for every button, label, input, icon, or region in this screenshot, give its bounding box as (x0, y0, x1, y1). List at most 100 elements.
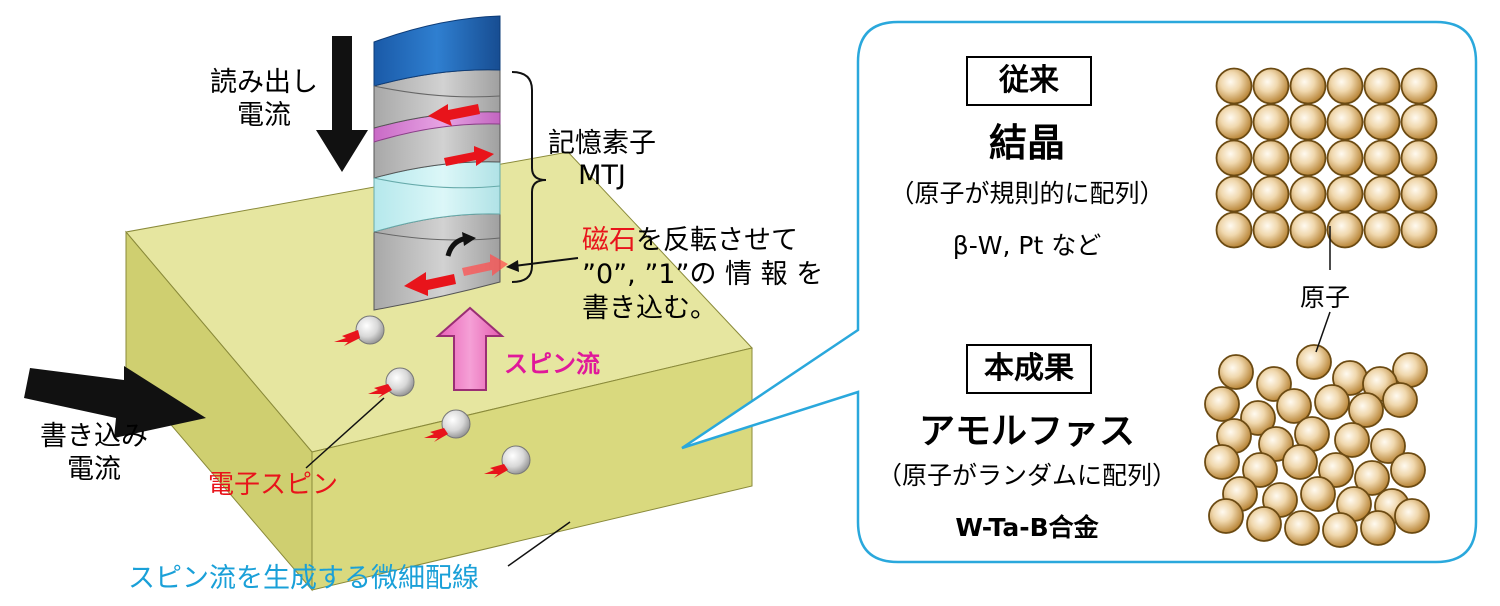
amorphous-atom (1390, 452, 1426, 488)
crystal-atom (1252, 175, 1290, 213)
crystal-atom (1363, 103, 1401, 141)
memory-element-line1: 記憶素子 (548, 128, 656, 159)
magnet-word: 磁石 (582, 225, 636, 256)
write-current-line1: 書き込み (40, 421, 148, 452)
crystal-atom (1326, 139, 1364, 177)
amorphous-material: W-Ta-B合金 (955, 513, 1099, 542)
mtj-stack (373, 15, 508, 311)
flip-text-line1: を反転させて (636, 225, 798, 256)
electron-spin-label: 電子スピン (208, 470, 339, 500)
crystal-atom (1252, 103, 1290, 141)
spin-current-label: スピン流 (504, 350, 600, 378)
atom-pointer-lower (1315, 311, 1331, 353)
crystal-atom (1400, 139, 1438, 177)
memory-element-line2: MTJ (578, 160, 626, 191)
write-current-arrow (24, 366, 206, 438)
crystal-atom (1252, 67, 1290, 105)
amorphous-atom (1314, 384, 1350, 420)
rotation-arrow-icon (445, 232, 476, 257)
amorphous-atom (1218, 354, 1254, 390)
crystal-atom (1215, 103, 1253, 141)
crystal-atom (1326, 67, 1364, 105)
spin-current-arrow (435, 306, 505, 391)
wire-pointer-line (507, 521, 571, 567)
amorphous-atom (1322, 512, 1358, 548)
amorphous-atom (1300, 476, 1336, 512)
crystal-atom (1400, 67, 1438, 105)
crystal-atom (1289, 103, 1327, 141)
crystal-atom (1215, 175, 1253, 213)
crystal-atom (1252, 139, 1290, 177)
amorphous-atom (1276, 388, 1312, 424)
read-current-label: 読み出し 電流 (210, 66, 318, 132)
crystal-atom-lattice (1215, 67, 1438, 249)
crystal-atom (1289, 139, 1327, 177)
crystal-atom (1289, 175, 1327, 213)
amorphous-atom (1360, 510, 1396, 546)
amorphous-atom (1242, 452, 1278, 488)
crystal-atom (1215, 139, 1253, 177)
crystal-atom (1215, 67, 1253, 105)
amorphous-atom (1204, 386, 1240, 422)
magnetization-arrow-faded (462, 254, 508, 276)
amorphous-atom (1394, 498, 1430, 534)
amorphous-atom-cluster (1204, 344, 1430, 548)
magnet-pointer (506, 257, 579, 272)
crystal-atom (1363, 175, 1401, 213)
crystal-description: （原子が規則的に配列） (889, 179, 1165, 208)
write-current-label: 書き込み 電流 (40, 420, 148, 486)
crystal-title: 結晶 (988, 121, 1065, 165)
amorphous-atom (1370, 428, 1406, 464)
amorphous-atom (1208, 498, 1244, 534)
crystal-atom (1400, 211, 1438, 249)
this-work-tag: 本成果 (966, 344, 1092, 394)
mtj-brace (511, 71, 547, 283)
amorphous-atom (1334, 422, 1370, 458)
read-current-arrow (316, 36, 368, 172)
amorphous-atom (1392, 352, 1428, 388)
read-current-line1: 読み出し (210, 67, 318, 98)
crystal-atom (1289, 67, 1327, 105)
magnetization-arrow-free (404, 272, 456, 296)
wire-caption: スピン流を生成する微細配線 (128, 563, 479, 594)
magnetization-arrow-pinned (428, 104, 480, 126)
crystal-atom (1363, 211, 1401, 249)
spin-current-wire (125, 151, 753, 592)
amorphous-title: アモルファス (918, 411, 1135, 452)
amorphous-atom (1296, 344, 1332, 380)
memory-element-label: 記憶素子 MTJ (548, 128, 656, 192)
amorphous-atom (1246, 506, 1282, 542)
wire-left-face (125, 230, 313, 592)
conventional-tag: 従来 (966, 56, 1092, 106)
crystal-atom (1400, 175, 1438, 213)
crystal-atom (1326, 175, 1364, 213)
amorphous-atom (1282, 444, 1318, 480)
crystal-atom (1363, 139, 1401, 177)
crystal-examples: β-W, Pt など (952, 231, 1102, 260)
crystal-atom (1326, 211, 1364, 249)
flip-description: 磁石を反転させて ”0”, ”1”の 情 報 を 書き込む。 (582, 224, 823, 326)
crystal-atom (1215, 211, 1253, 249)
amorphous-atom (1348, 392, 1384, 428)
amorphous-atom (1354, 460, 1390, 496)
read-current-line2: 電流 (237, 100, 291, 131)
electron-spin-3 (424, 409, 471, 442)
amorphous-atom (1284, 510, 1320, 546)
crystal-atom (1363, 67, 1401, 105)
flip-text-line3: 書き込む。 (582, 293, 717, 324)
amorphous-description: （原子がランダムに配列） (876, 461, 1177, 490)
electron-pointer-line (305, 397, 385, 469)
amorphous-atom (1258, 426, 1294, 462)
electron-spin-4 (484, 445, 531, 478)
crystal-atom (1326, 103, 1364, 141)
write-current-line2: 電流 (67, 454, 121, 485)
electron-spin-2 (368, 367, 415, 398)
amorphous-atom (1240, 400, 1276, 436)
amorphous-atom (1318, 452, 1354, 488)
magnetization-arrow-reference (444, 146, 494, 166)
amorphous-atom (1204, 444, 1240, 480)
electron-spin-1 (334, 315, 385, 346)
crystal-atom (1400, 103, 1438, 141)
crystal-atom (1289, 211, 1327, 249)
